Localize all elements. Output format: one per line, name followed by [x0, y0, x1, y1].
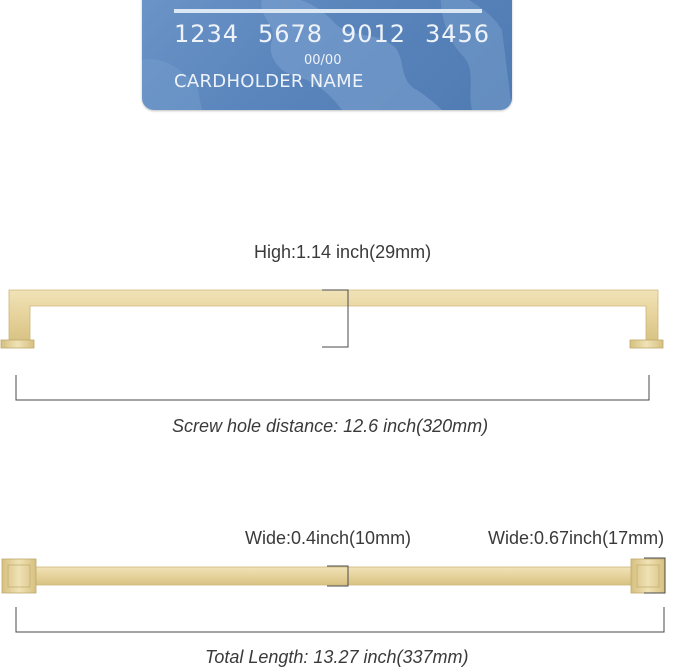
card-number-group-4: 3456	[425, 20, 491, 48]
total-length-line	[15, 607, 665, 633]
wide-base-label: Wide:0.67inch(17mm)	[488, 528, 665, 548]
left-base-plate	[0, 339, 35, 349]
right-base-plate	[629, 339, 664, 349]
bar-width-bracket	[327, 565, 349, 587]
card-number-group-1: 1234	[174, 20, 240, 48]
height-bracket	[322, 289, 349, 348]
height-label: High:1.14 inch(29mm)	[254, 242, 432, 262]
card-number-group-3: 9012	[341, 20, 407, 48]
screw-distance-label: Screw hole distance: 12.6 inch(320mm)	[172, 416, 489, 436]
screw-distance-line	[15, 375, 650, 401]
handle-bar-top	[29, 566, 641, 586]
total-length-label: Total Length: 13.27 inch(337mm)	[205, 647, 469, 667]
left-base-top	[1, 558, 37, 594]
right-base-top	[630, 558, 666, 594]
handle-side-view	[0, 289, 664, 349]
card-stripe	[174, 9, 482, 13]
base-width-bracket	[644, 557, 666, 594]
handle-top-view	[1, 558, 666, 594]
card-number-group-2: 5678	[258, 20, 324, 48]
card-expiry: 00/00	[304, 53, 342, 68]
wide-bar-label: Wide:0.4inch(10mm)	[245, 528, 412, 548]
card-map-illustration	[142, 0, 512, 110]
credit-card: 1234 5678 9012 3456 00/00 CARDHOLDER NAM…	[142, 0, 512, 110]
card-holder-name: CARDHOLDER NAME	[174, 71, 364, 92]
